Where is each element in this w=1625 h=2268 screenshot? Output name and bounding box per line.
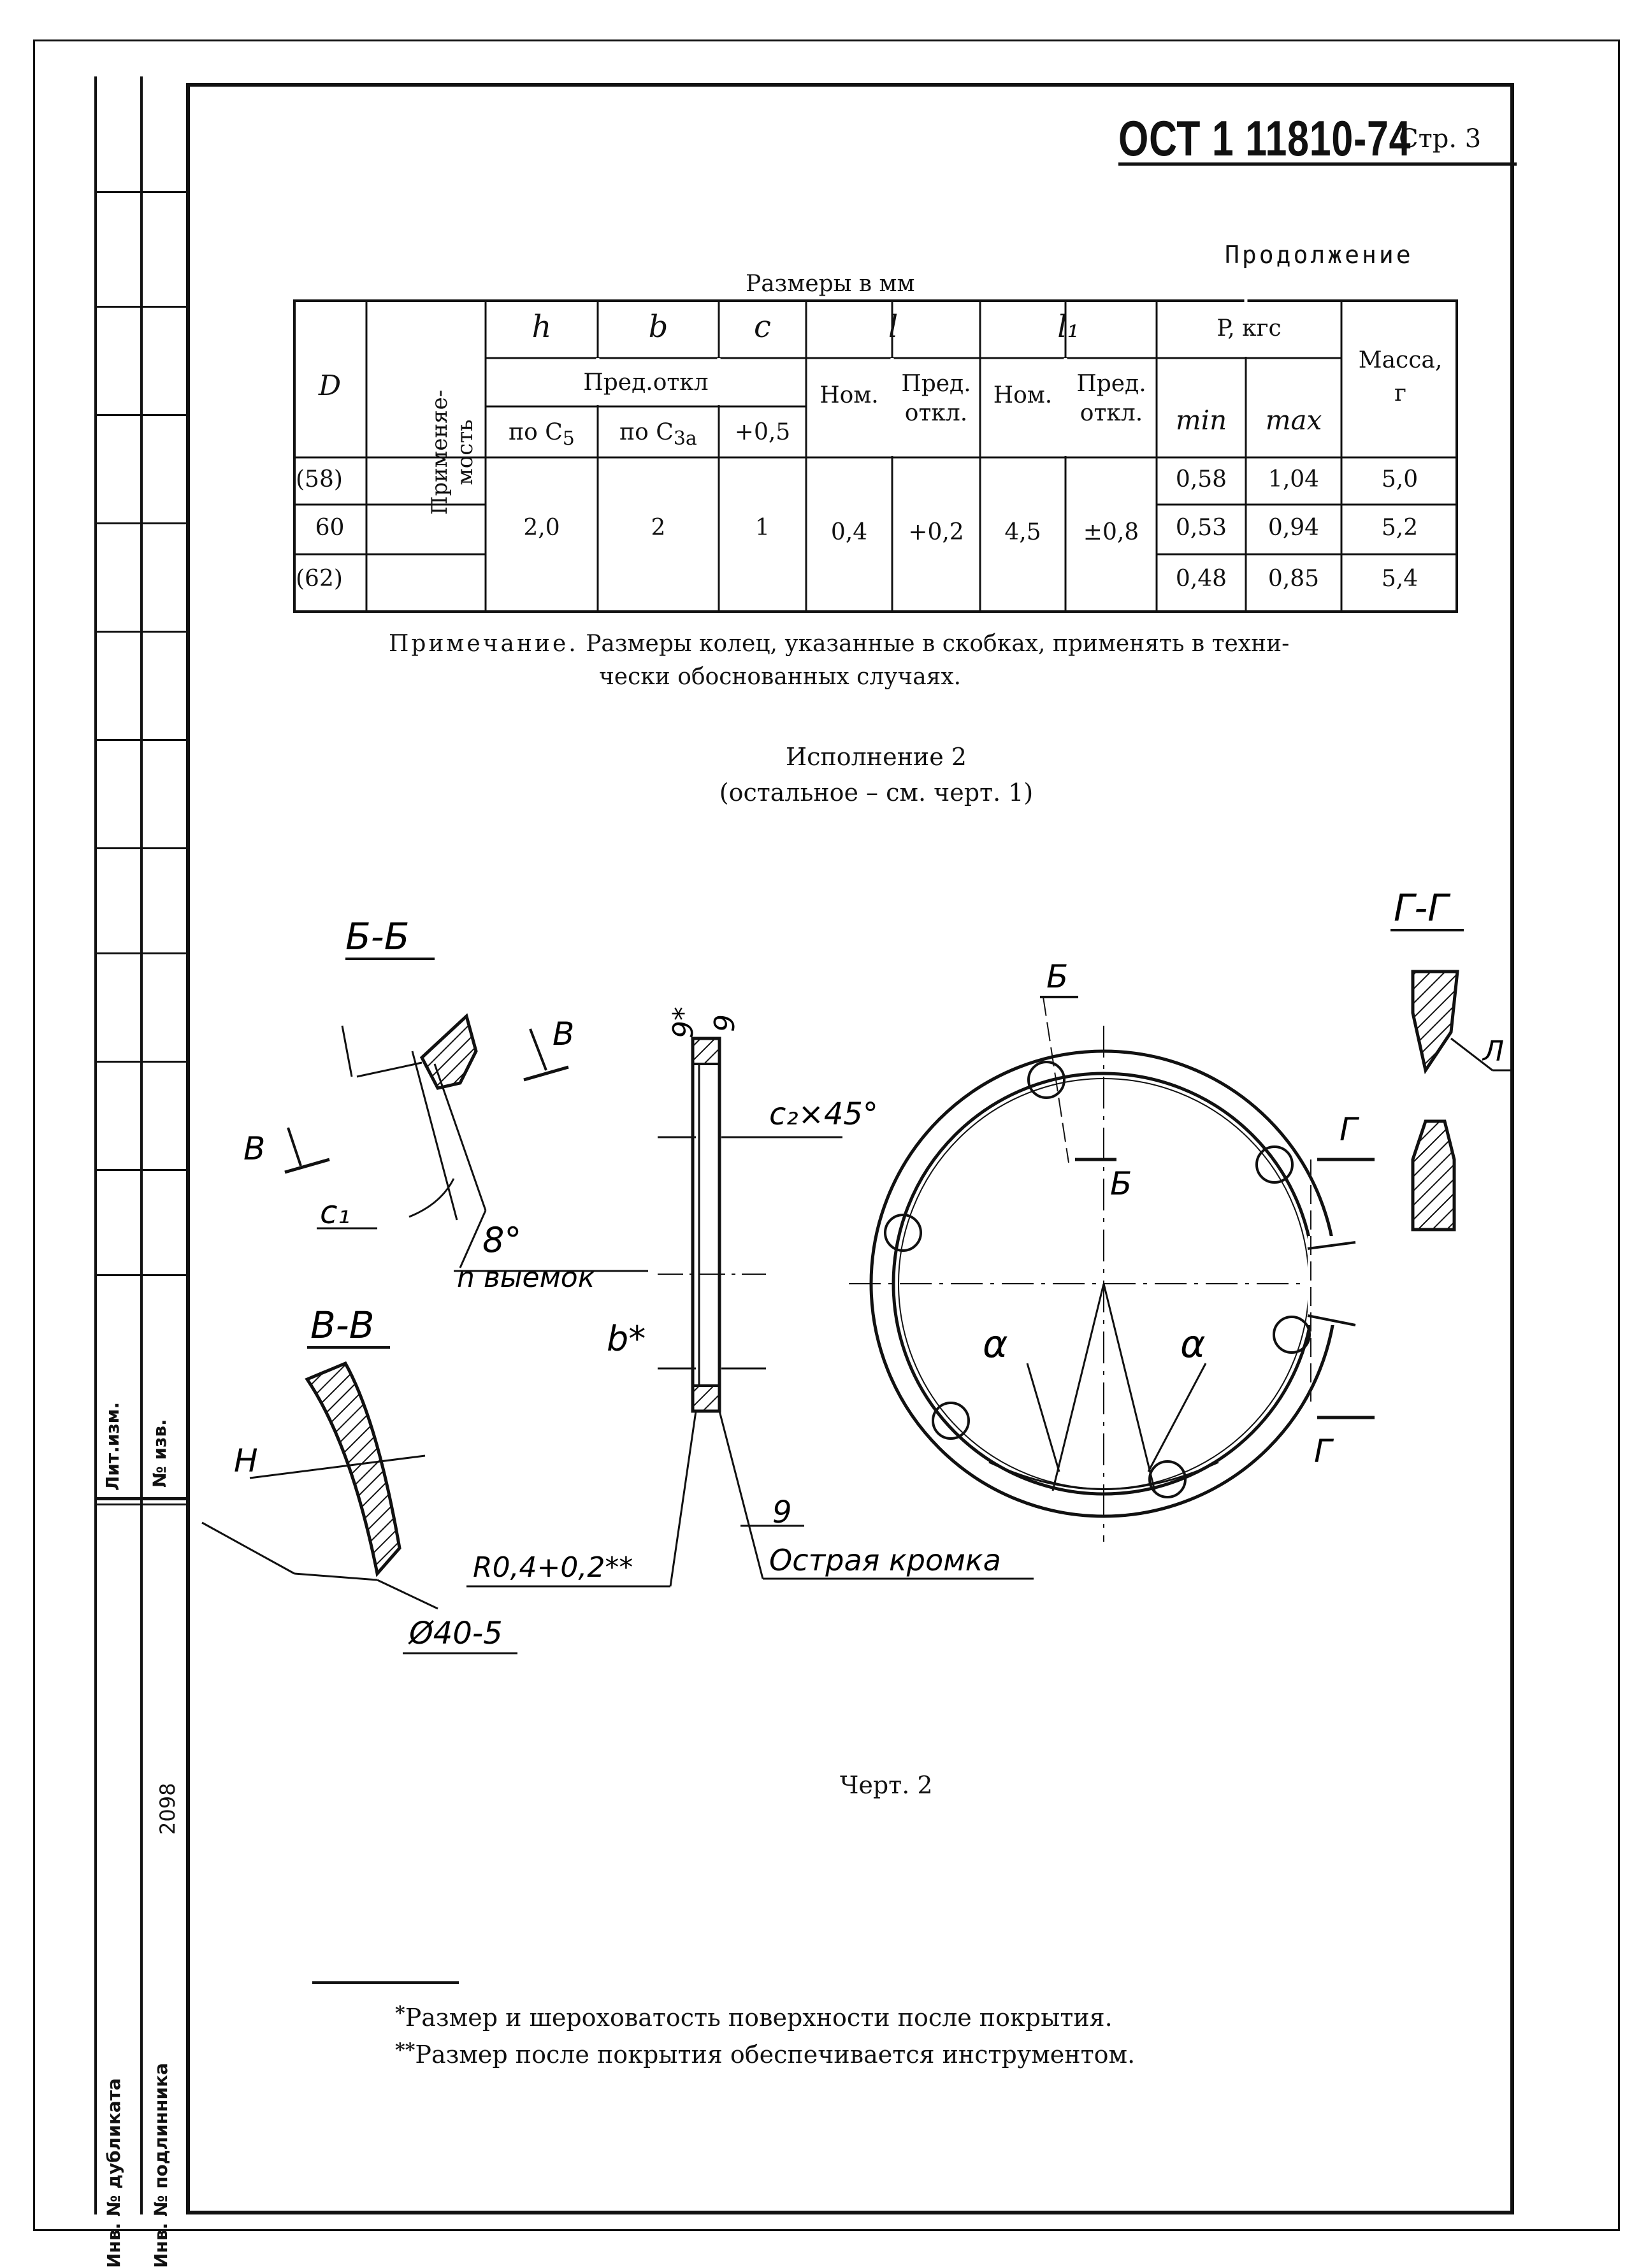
inv-duplicate-label: Инв. № дубликата [103, 2078, 124, 2268]
page-number: Стр. 3 [1399, 124, 1482, 154]
col-usage-header: Применяе-мость [427, 389, 478, 515]
col-h-header: h [531, 309, 552, 345]
pred-otkl-header: Пред.откл [583, 370, 709, 396]
variant-subheading: (остальное – см. черт. 1) [719, 779, 1034, 807]
section-vv-view: В-В Н Ø40-5 [201, 1303, 517, 1654]
c1-label: c₁ [320, 1194, 350, 1231]
section-bb-view: Б-Б c₁ 8° n выемок В В [243, 915, 648, 1294]
notches-label: n выемок [457, 1261, 595, 1294]
label-n: Н [234, 1442, 258, 1479]
b-tolerance-header: по С3а [619, 419, 697, 450]
drawing-frame [186, 83, 1514, 2214]
footnote-2: **Размер после покрытия обеспечивается и… [395, 2039, 1136, 2069]
alpha-left: α [983, 1322, 1008, 1367]
row-mass: 5,4 [1381, 566, 1419, 592]
label-l: Л [1482, 1035, 1504, 1068]
col-b-header: b [648, 309, 668, 345]
row-mass: 5,0 [1381, 466, 1419, 492]
continuation-label: Продолжение [1225, 241, 1413, 269]
c-tolerance-header: +0,5 [734, 419, 791, 445]
table-grid [293, 299, 1458, 613]
label-g-top: Г [1340, 1111, 1360, 1148]
h-tolerance-header: по С5 [509, 419, 575, 450]
footnotes: *Размер и шероховатость поверхности посл… [395, 1997, 1135, 2071]
col-mass-header: Масса, г [1358, 347, 1443, 406]
alpha-right: α [1180, 1322, 1206, 1367]
roughness-9-side: 9 [709, 1014, 741, 1032]
roughness-9-bottom: 9 [772, 1495, 792, 1530]
sharp-edge-label: Острая кромка [769, 1543, 1001, 1577]
row-p-min: 0,53 [1175, 515, 1227, 541]
note-label: Примечание. [389, 631, 579, 657]
footnote-1: *Размер и шероховатость поверхности посл… [395, 2002, 1113, 2032]
variant-heading: Исполнение 2 [786, 743, 967, 771]
radius-label: R0,4+0,2** [473, 1551, 633, 1584]
row-p-min: 0,58 [1175, 466, 1227, 492]
merged-b: 2 [651, 515, 666, 541]
dimension-table: D Применяе-мость h b c l l₁ P, кгс Масса… [293, 299, 1458, 613]
row-d: (62) [296, 566, 343, 592]
col-l1-header: l₁ [1057, 309, 1080, 345]
units-caption: Размеры в мм [746, 271, 915, 297]
label-b-bottom: Б [1110, 1165, 1132, 1202]
side-strip: Лит.изм. № изв. 2098 Инв. № дубликата Ин… [94, 76, 187, 2268]
section-gg-title: Г-Г [1394, 886, 1451, 929]
note-line2: чески обоснованных случаях. [599, 664, 962, 690]
section-bb-title: Б-Б [345, 915, 410, 958]
l-nom-header: Ном. [820, 382, 879, 408]
technical-drawing: Б-Б c₁ 8° n выемок В В В-В Н Ø40-5 [201, 886, 1512, 1654]
l-pred-header: Пред. откл. [901, 371, 971, 426]
p-min-header: min [1175, 405, 1227, 436]
inv-number: 2098 [155, 1783, 180, 1835]
merged-l-pred: +0,2 [908, 519, 964, 545]
outer-frame [33, 39, 1620, 2231]
merged-l1-pred: ±0,8 [1083, 519, 1139, 545]
chamfer-label: c₂×45° [769, 1096, 878, 1132]
no-izv-label: № изв. [149, 1419, 170, 1488]
header-underline [1118, 162, 1517, 166]
l1-nom-header: Ном. [993, 382, 1053, 408]
label-v-left: В [243, 1130, 265, 1167]
row-p-max: 0,85 [1268, 566, 1320, 592]
col-l-header: l [888, 309, 899, 345]
merged-l1-nom: 4,5 [1004, 519, 1041, 545]
l1-pred-header: Пред. откл. [1076, 371, 1146, 426]
row-p-max: 0,94 [1268, 515, 1320, 541]
merged-l-nom: 0,4 [830, 519, 868, 545]
row-d: 60 [315, 515, 345, 541]
inv-original-label: Инв. № подлинника [150, 2063, 171, 2268]
label-v-right: В [552, 1016, 574, 1052]
col-d-header: D [318, 370, 342, 402]
variant-title: Исполнение 2 (остальное – см. черт. 1) [701, 739, 1051, 810]
merged-c: 1 [755, 515, 770, 541]
row-mass: 5,2 [1381, 515, 1419, 541]
ring-front-view: α α Б Б Г Г [849, 958, 1375, 1542]
footnote-rule [312, 1981, 459, 1984]
diameter-40-label: Ø40-5 [408, 1616, 503, 1651]
figure-caption: Черт. 2 [840, 1771, 933, 1799]
section-vv-title: В-В [310, 1303, 375, 1347]
table-note: Примечание. Размеры колец, указанные в с… [389, 628, 1459, 694]
label-b-top: Б [1046, 958, 1068, 995]
p-max-header: max [1265, 405, 1322, 436]
note-line1: Размеры колец, указанные в скобках, прим… [586, 631, 1290, 657]
ring-side-profile: 9* 9 c₂×45° b* R0,4+0,2** 9 Острая кромк… [466, 1007, 1034, 1588]
row-p-max: 1,04 [1268, 466, 1320, 492]
angle-8-label: 8° [482, 1220, 521, 1260]
section-gg-view: Г-Г Л [1390, 886, 1512, 1231]
merged-h: 2,0 [523, 515, 560, 541]
label-g-bottom: Г [1314, 1433, 1334, 1470]
document-code: ОСТ 1 11810-74 [1118, 110, 1412, 166]
b-star-label: b* [607, 1319, 646, 1359]
col-p-header: P, кгс [1217, 315, 1282, 341]
row-p-min: 0,48 [1175, 566, 1227, 592]
row-d: (58) [296, 466, 343, 492]
lit-izm-label: Лит.изм. [102, 1402, 123, 1491]
col-c-header: c [754, 309, 771, 345]
roughness-9-star: 9* [667, 1007, 700, 1038]
